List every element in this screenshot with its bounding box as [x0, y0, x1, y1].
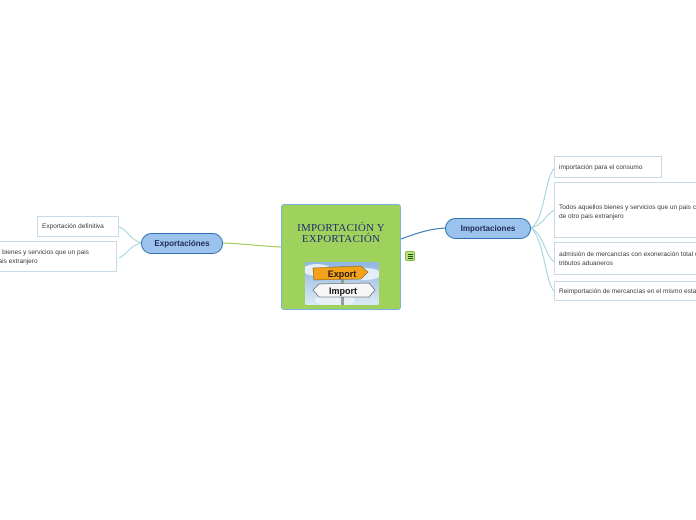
subtopic-admision-exoneracion[interactable]: admisión de mercancías con exoneración t… — [554, 242, 696, 275]
topic-importaciones[interactable]: Importaciones — [445, 218, 531, 239]
subtopic-text: importación para el consumo — [559, 164, 643, 171]
central-topic[interactable]: IMPORTACIÓN Y EXPORTACIÓN Export — [281, 204, 401, 310]
topic-exportaciones[interactable]: Exportaciónes — [141, 233, 223, 254]
central-topic-title: IMPORTACIÓN Y EXPORTACIÓN — [282, 223, 400, 245]
subtopic-exportacion-definitiva[interactable]: Exportación definitiva — [37, 216, 119, 237]
link-exportaciones — [222, 242, 282, 248]
subtopic-text: tributos aduaneros — [559, 260, 613, 267]
link-imp-4 — [530, 227, 556, 293]
link-imp-3 — [530, 227, 556, 263]
subtopic-text: vende a otro pais extranjero — [0, 258, 38, 265]
notes-icon[interactable] — [405, 251, 415, 261]
link-importaciones — [400, 227, 446, 240]
link-exp-1 — [118, 226, 142, 244]
subtopic-text: Exportación definitiva — [42, 223, 104, 230]
link-exp-2 — [118, 242, 142, 259]
subtopic-reimportacion[interactable]: Reimportación de mercancías en el mismo … — [554, 281, 696, 301]
subtopic-text: de otro pais extranjero — [559, 213, 624, 220]
link-imp-2 — [530, 209, 556, 229]
link-imp-1 — [530, 167, 556, 229]
central-title-line1: IMPORTACIÓN Y — [297, 222, 385, 234]
subtopic-text: Todos aquellos bienes y servicios que un… — [0, 249, 89, 256]
subtopic-text: Todos aquellos bienes y servicios que un… — [559, 204, 696, 211]
subtopic-importacion-consumo[interactable]: importación para el consumo — [554, 156, 662, 178]
export-import-sign-image: Export Import — [305, 262, 379, 305]
sign-import-text: Import — [329, 286, 357, 296]
central-title-line2: EXPORTACIÓN — [301, 233, 381, 245]
sign-export-text: Export — [328, 269, 357, 279]
subtopic-text: admisión de mercancías con exoneración t… — [559, 251, 696, 258]
subtopic-definicion-importacion[interactable]: Todos aquellos bienes y servicios que un… — [554, 182, 696, 238]
subtopic-text: Reimportación de mercancías en el mismo … — [559, 288, 696, 295]
subtopic-definicion-exportacion[interactable]: Todos aquellos bienes y servicios que un… — [0, 241, 117, 272]
